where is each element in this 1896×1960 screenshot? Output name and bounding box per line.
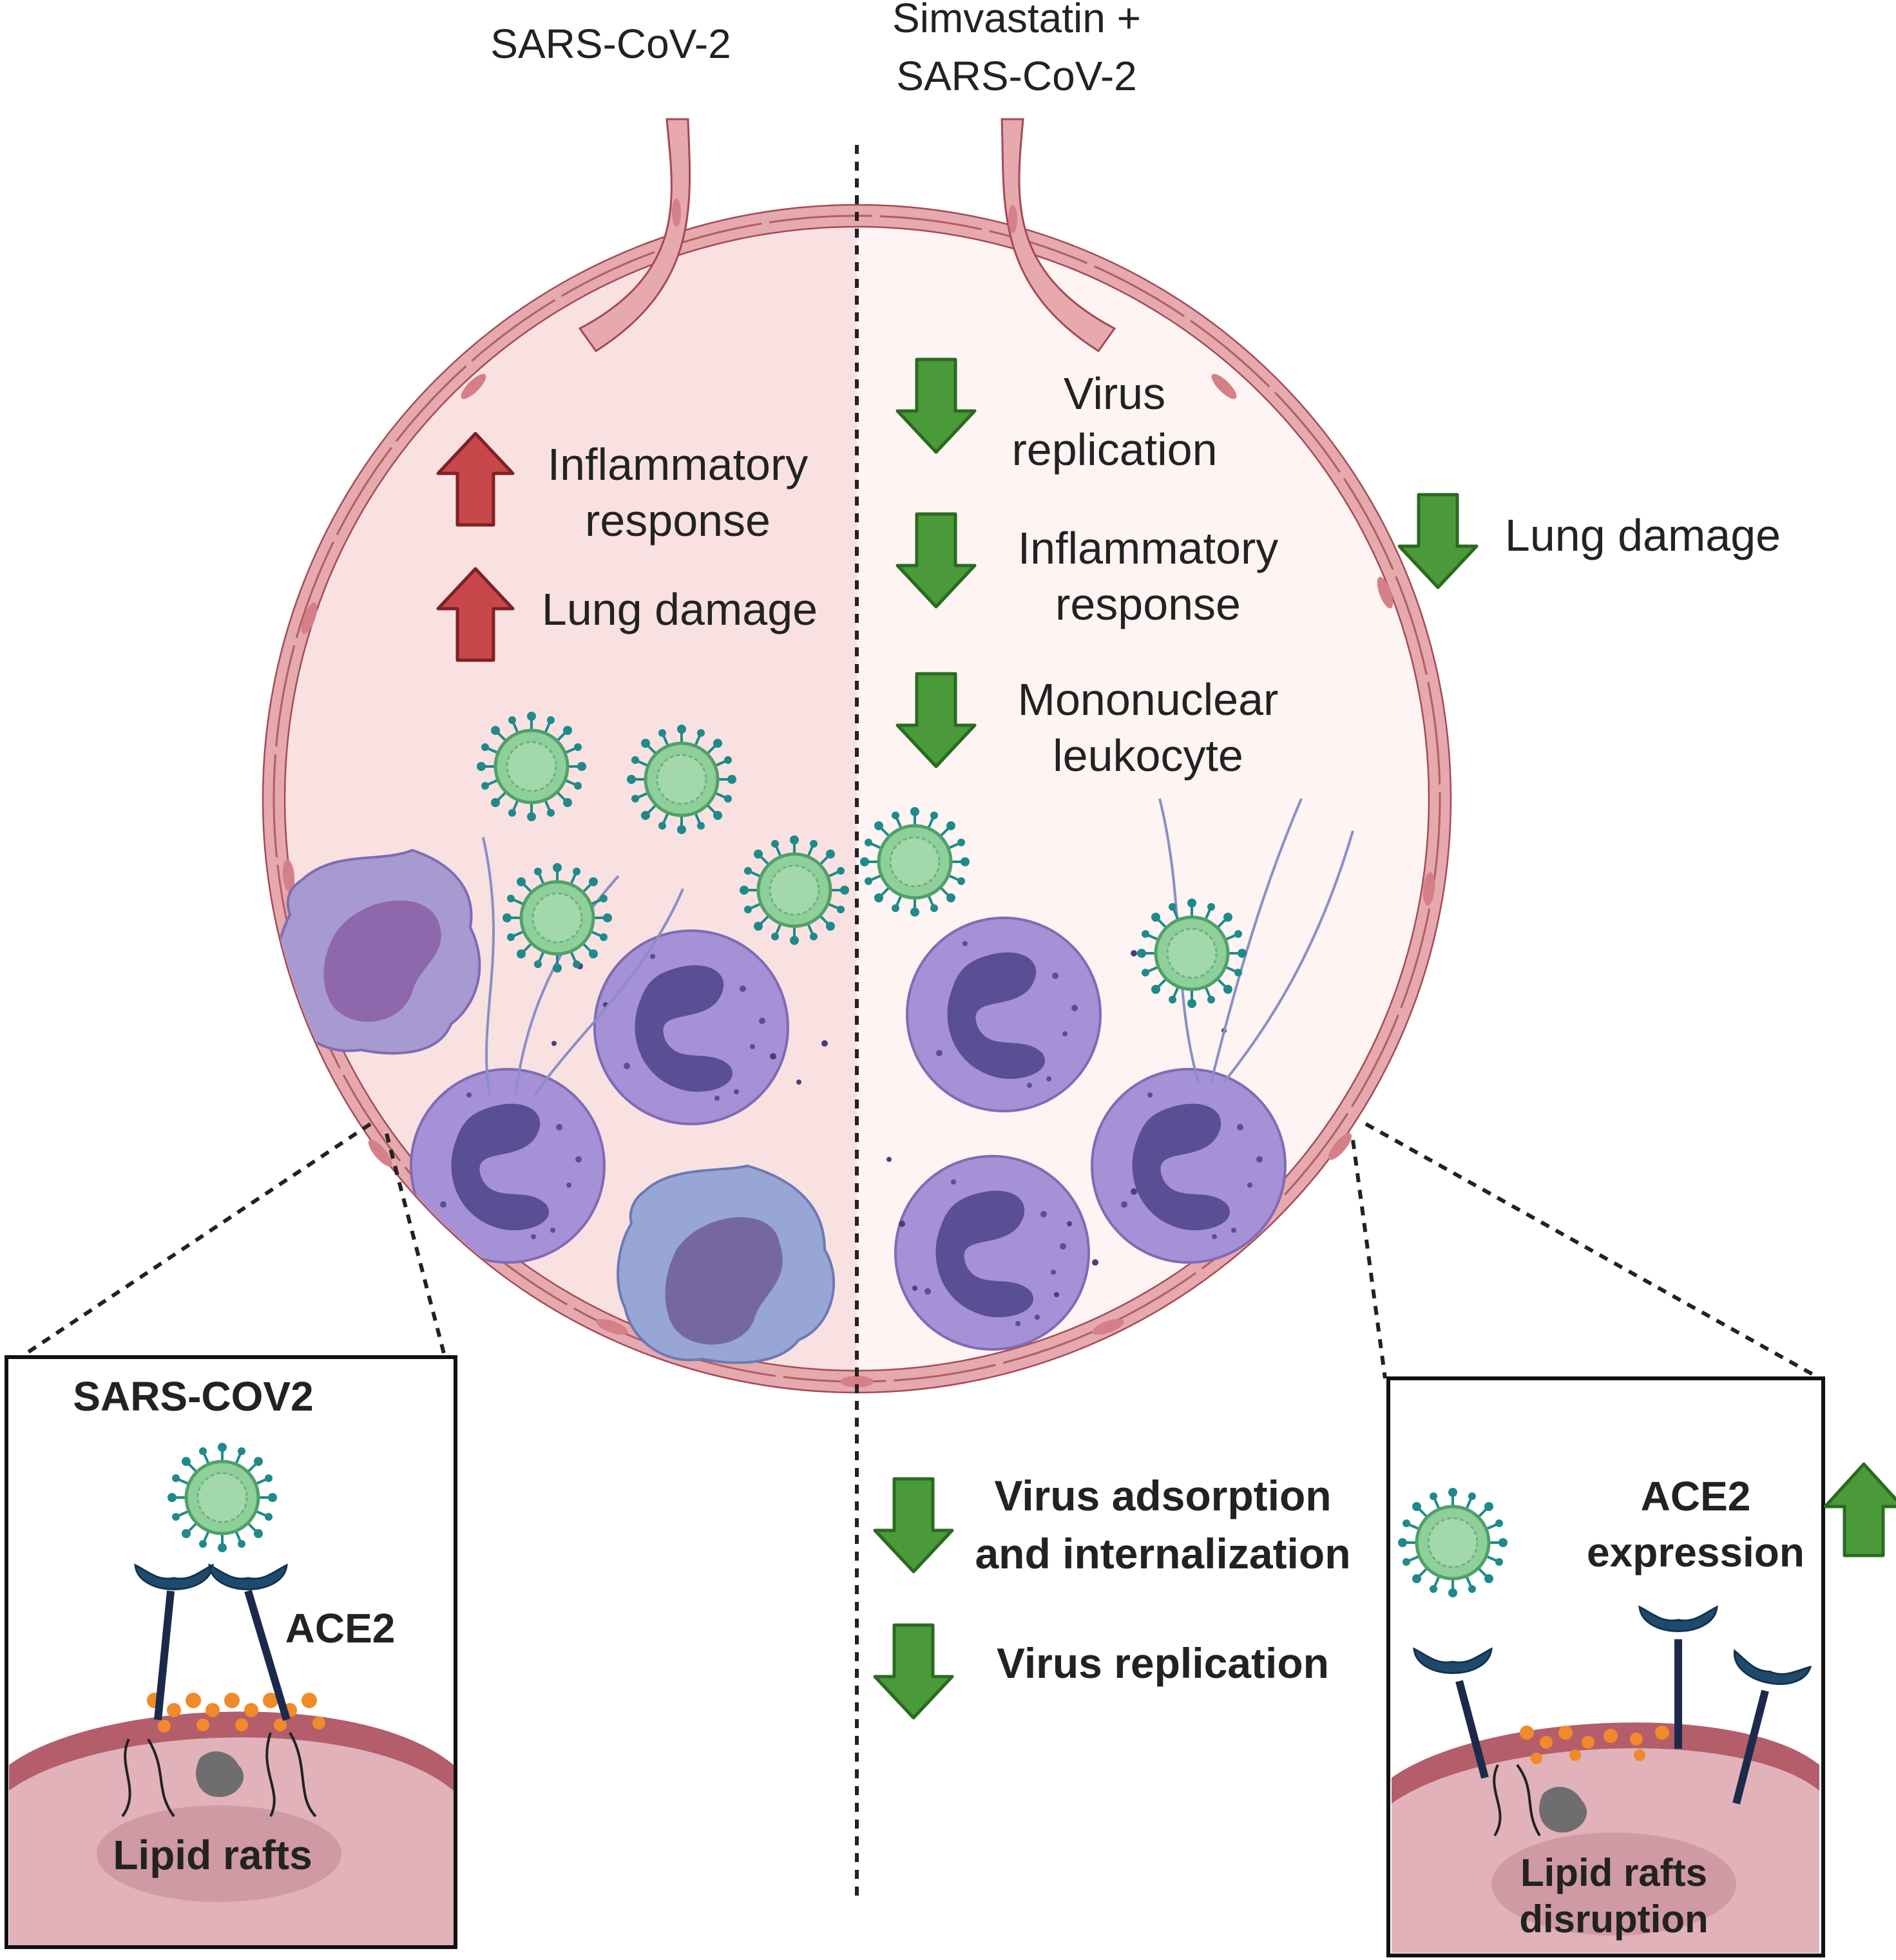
virus-particle	[740, 835, 849, 945]
macrophage-cell	[617, 1164, 835, 1364]
left-effect-lung-damage: Lung damage	[438, 569, 818, 660]
left-inset-receptor-label: ACE2	[285, 1605, 396, 1651]
right-inset-receptor-label-line1: ACE2	[1641, 1473, 1751, 1519]
virus-particle	[860, 807, 970, 917]
outside-effect-lung-damage: Lung damage	[1399, 495, 1781, 587]
right-inset-membrane-label-line1: Lipid rafts	[1520, 1851, 1707, 1894]
down-arrow-icon	[875, 1479, 952, 1572]
right-heading-line1: Simvastatin +	[892, 0, 1141, 41]
virus-particle	[1398, 1488, 1508, 1597]
left-effect-lung-damage-label: Lung damage	[542, 584, 818, 634]
up-arrow-icon	[1825, 1464, 1896, 1556]
bottom-effect-adsorption: Virus adsorption and internalization	[875, 1472, 1351, 1577]
right-effect-mononuclear-line1: Mononuclear	[1018, 674, 1279, 725]
right-inset: ACE2 expression Lipid rafts disruption	[1386, 1376, 1825, 1957]
right-heading-line2: SARS-CoV-2	[896, 53, 1136, 99]
virus-particle	[1137, 899, 1247, 1008]
left-heading: SARS-CoV-2	[490, 21, 731, 67]
bottom-effect-replication: Virus replication	[875, 1625, 1329, 1718]
virus-particle	[503, 863, 612, 973]
alveolus	[262, 204, 1452, 1394]
vessel-right	[1001, 118, 1116, 353]
left-inset-membrane-label: Lipid rafts	[113, 1832, 312, 1878]
outside-effect-lung-damage-label: Lung damage	[1505, 510, 1781, 560]
right-inset-membrane-label-line2: disruption	[1519, 1898, 1708, 1941]
left-effect-inflammatory-line1: Inflammatory	[548, 439, 809, 490]
neutrophil-cell	[906, 917, 1102, 1112]
right-effect-inflammatory-line1: Inflammatory	[1018, 523, 1279, 573]
left-effect-inflammatory: Inflammatory response	[438, 433, 808, 546]
bottom-effect-replication-label: Virus replication	[997, 1639, 1329, 1687]
left-effect-inflammatory-line2: response	[585, 495, 771, 546]
virus-particle	[477, 712, 586, 821]
down-arrow-icon	[1399, 495, 1477, 587]
down-arrow-icon	[875, 1625, 952, 1718]
neutrophil-cell	[593, 929, 789, 1125]
left-inset-title: SARS-COV2	[73, 1373, 313, 1420]
right-effect-mononuclear-line2: leukocyte	[1053, 730, 1243, 781]
virus-particle	[168, 1443, 277, 1552]
right-inset-receptor-label-line2: expression	[1587, 1529, 1805, 1575]
neutrophil-cell	[894, 1155, 1090, 1351]
right-effect-virus-replication: Virus replication	[897, 359, 1218, 475]
right-effect-virus-replication-line2: replication	[1011, 424, 1217, 475]
right-effect-mononuclear: Mononuclear leukocyte	[897, 674, 1278, 781]
neutrophil-cell	[410, 1068, 606, 1264]
neutrophil-cell	[1091, 1068, 1287, 1264]
virus-particle	[627, 725, 736, 834]
zoom-lines	[21, 1122, 1821, 1380]
right-effect-inflammatory-line2: response	[1055, 579, 1241, 629]
right-effect-virus-replication-line1: Virus	[1064, 368, 1165, 419]
bottom-effect-adsorption-line2: and internalization	[975, 1530, 1350, 1577]
left-inset: SARS-COV2 ACE2 Lipid rafts	[5, 1355, 457, 1949]
bottom-effect-adsorption-line1: Virus adsorption	[994, 1472, 1331, 1519]
vessel-left	[578, 118, 691, 353]
right-effect-inflammatory: Inflammatory response	[897, 514, 1278, 629]
